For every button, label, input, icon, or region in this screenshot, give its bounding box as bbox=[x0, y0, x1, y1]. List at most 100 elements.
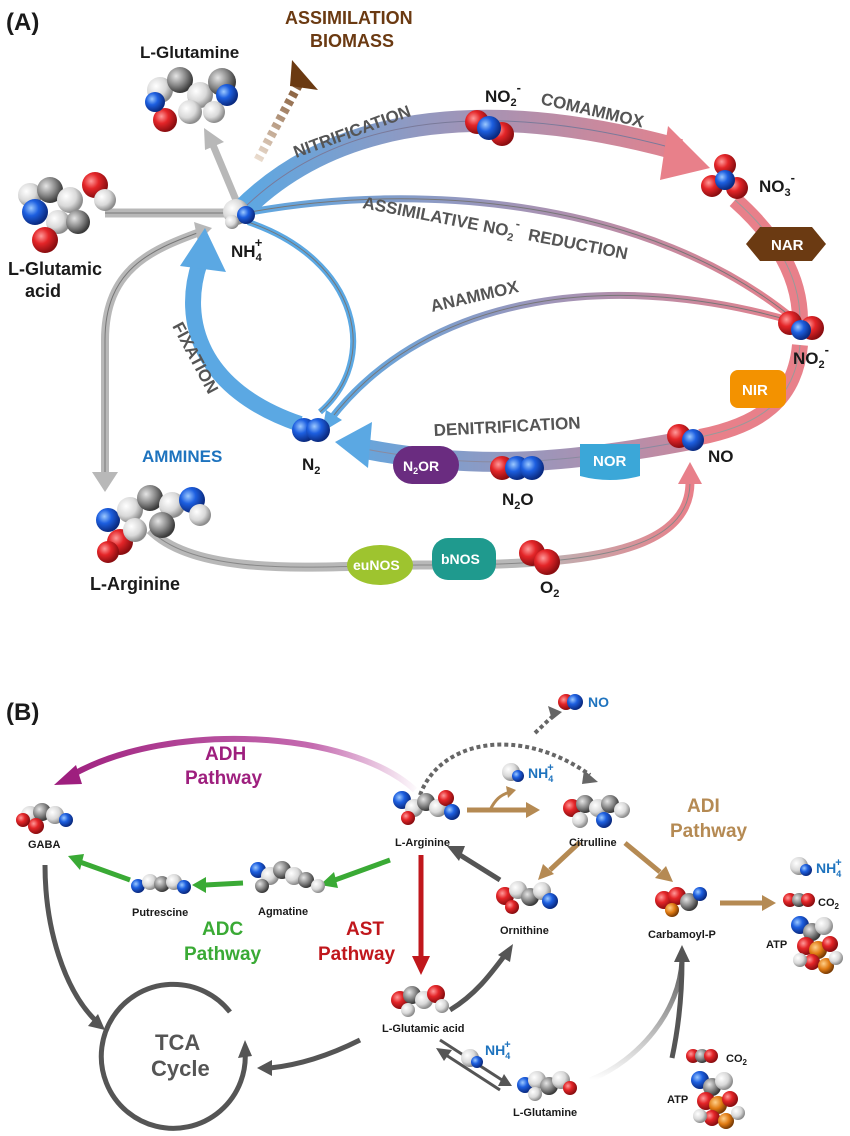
nh4-b3-molecule bbox=[461, 1049, 483, 1068]
nh4-b2-label: NH4+ bbox=[816, 857, 842, 879]
l-arginine-label: L-Arginine bbox=[90, 574, 180, 594]
biomass-label: BIOMASS bbox=[310, 31, 394, 51]
l-glutamine-b-molecule bbox=[517, 1071, 577, 1101]
n2-label: N2 bbox=[302, 455, 320, 477]
ornithine-label: Ornithine bbox=[500, 925, 549, 937]
gaba-label: GABA bbox=[28, 839, 60, 851]
ornithine-molecule bbox=[496, 881, 558, 914]
nitrification-arrow bbox=[232, 109, 710, 220]
glutamic-to-ornithine-arrow bbox=[448, 944, 513, 1013]
nor-label: NOR bbox=[593, 453, 627, 470]
bnos-label: bNOS bbox=[441, 551, 480, 567]
adh-label-2: Pathway bbox=[185, 768, 263, 789]
citrulline-label: Citrulline bbox=[569, 837, 617, 849]
nos-path-arrow bbox=[146, 462, 702, 572]
no2-right-molecule bbox=[778, 311, 824, 340]
agmatine-to-putrescine-arrow bbox=[192, 877, 244, 893]
arginine-to-citrulline-arrow bbox=[467, 786, 540, 818]
l-glutamine-b-label: L-Glutamine bbox=[513, 1107, 577, 1119]
bnos-enzyme bbox=[432, 538, 496, 580]
no-b-label: NO bbox=[588, 694, 609, 710]
adh-label-1: ADH bbox=[205, 744, 246, 765]
glutamic-to-tca-arrow bbox=[257, 1037, 362, 1076]
glutamine-to-carbamoyl-arrow bbox=[589, 945, 690, 1083]
o2-molecule bbox=[519, 540, 560, 575]
co2-b2-molecule bbox=[686, 1049, 718, 1063]
l-glutamic-label-1: L-Glutamic bbox=[8, 259, 102, 279]
n2o-label: N2O bbox=[502, 490, 534, 512]
nh4-b1-molecule bbox=[502, 763, 524, 782]
nh4-b2-molecule bbox=[790, 857, 812, 876]
ast-label-2: Pathway bbox=[318, 944, 396, 965]
no2-top-label: NO2- bbox=[485, 80, 521, 109]
l-glutamine-label: L-Glutamine bbox=[140, 43, 239, 62]
arginine-to-agmatine-arrow bbox=[320, 857, 391, 888]
l-glutamic-label-2: acid bbox=[25, 281, 61, 301]
no-label: NO bbox=[708, 447, 734, 466]
n2or-label: N2OR bbox=[403, 458, 439, 476]
nir-enzyme bbox=[730, 370, 786, 408]
l-glutamine-molecule bbox=[145, 67, 238, 132]
tca-cycle bbox=[98, 981, 252, 1131]
denitrification-label: DENITRIFICATION bbox=[433, 413, 581, 440]
l-glutamic-acid-molecule bbox=[18, 172, 116, 253]
glutamic-to-arginine-arrow bbox=[92, 222, 212, 492]
citrulline-to-ornithine-arrow bbox=[538, 840, 582, 880]
anammox-arrow bbox=[322, 291, 796, 432]
nir-label: NIR bbox=[742, 382, 768, 399]
gaba-molecule bbox=[16, 803, 73, 834]
n2-molecule bbox=[292, 418, 330, 442]
putrescine-label: Putrescine bbox=[132, 907, 188, 919]
tca-label-2: Cycle bbox=[151, 1056, 210, 1081]
n2o-molecule bbox=[490, 456, 544, 480]
atp-b2-label: ATP bbox=[667, 1094, 688, 1106]
ammines-label: AMMINES bbox=[142, 447, 222, 466]
citrulline-to-carbamoyl-arrow bbox=[623, 841, 673, 882]
no2-right-label: NO2- bbox=[793, 342, 829, 371]
l-glutamic-b-molecule bbox=[391, 985, 449, 1017]
adi-label-1: ADI bbox=[687, 796, 720, 817]
ornithine-to-arginine-arrow bbox=[447, 846, 502, 883]
co2-b2-label: CO2 bbox=[726, 1053, 748, 1067]
no-molecule bbox=[667, 424, 704, 451]
agmatine-molecule bbox=[250, 861, 325, 893]
adh-arrow bbox=[54, 735, 418, 793]
carbamoyl-label: Carbamoyl-P bbox=[648, 929, 716, 941]
nh4-b3-label: NH4+ bbox=[485, 1039, 511, 1061]
atp-b2-molecule bbox=[691, 1071, 745, 1129]
carbamoyl-molecule bbox=[655, 887, 707, 917]
l-arginine-b-molecule bbox=[393, 790, 460, 825]
nh4-to-n2-arrow bbox=[247, 219, 356, 415]
arginine-no-dotted-arrow bbox=[418, 706, 598, 796]
carbamoyl-to-products-arrow bbox=[720, 895, 776, 911]
tca-label-1: TCA bbox=[155, 1030, 200, 1055]
nor-enzyme bbox=[580, 444, 640, 480]
l-arginine-molecule bbox=[96, 485, 211, 563]
assimilation-arrow bbox=[254, 60, 318, 163]
no3-label: NO3- bbox=[759, 170, 795, 199]
putrescine-molecule bbox=[131, 874, 191, 894]
ast-arrow bbox=[412, 855, 430, 975]
eunos-enzyme bbox=[347, 545, 413, 585]
eunos-label: euNOS bbox=[353, 557, 400, 573]
gaba-to-tca-arrow bbox=[42, 864, 105, 1030]
l-glutamic-b-label: L-Glutamic acid bbox=[382, 1023, 465, 1035]
adi-label-2: Pathway bbox=[670, 821, 748, 842]
no3-molecule bbox=[701, 154, 748, 199]
assimilation-label: ASSIMILATION bbox=[285, 8, 413, 28]
nar-enzyme bbox=[746, 227, 826, 261]
atp-b1-molecule bbox=[791, 916, 843, 974]
panel-b-label: (B) bbox=[6, 699, 39, 726]
l-arginine-b-label: L-Arginine bbox=[395, 837, 450, 849]
co2-b1-molecule bbox=[783, 893, 815, 907]
nh4-b1-label: NH4+ bbox=[528, 762, 554, 784]
agmatine-label: Agmatine bbox=[258, 906, 308, 918]
no-b-molecule bbox=[558, 694, 583, 710]
assimilative-reduction-arrow bbox=[244, 195, 798, 323]
ast-label-1: AST bbox=[346, 919, 384, 940]
citrulline-molecule bbox=[563, 795, 630, 828]
co2-b1-label: CO2 bbox=[818, 897, 840, 911]
panel-a-label: (A) bbox=[6, 9, 39, 36]
nh4-to-glutamine-arrow bbox=[204, 128, 240, 202]
